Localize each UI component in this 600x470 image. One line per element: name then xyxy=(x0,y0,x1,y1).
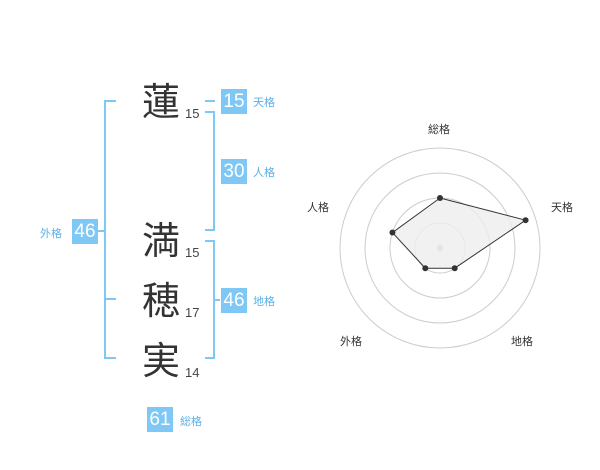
radar-ring-4 xyxy=(339,147,541,349)
radar-point-3 xyxy=(451,265,458,272)
radar-axis-label-gaikaku: 外格 xyxy=(340,335,362,348)
radar-point-4 xyxy=(422,265,429,272)
radar-point-2 xyxy=(522,217,529,224)
chikaku-value-box: 46 xyxy=(221,288,247,313)
chikaku-label: 地格 xyxy=(253,295,275,308)
radar-ring-3 xyxy=(364,172,516,324)
given-char-2: 穂 xyxy=(141,279,180,323)
radar-point-5 xyxy=(389,229,396,236)
given-char-1-strokes: 15 xyxy=(185,245,200,260)
soukaku-label: 総格 xyxy=(180,415,202,428)
given-char-2-strokes: 17 xyxy=(185,305,200,320)
surname-char-1: 蓮 xyxy=(141,80,180,124)
radar-point-1 xyxy=(437,195,443,201)
radar-axis-label-jinkaku: 人格 xyxy=(307,201,329,214)
tenkaku-value-box: 15 xyxy=(221,89,247,114)
radar-axis-label-chikaku: 地格 xyxy=(511,335,533,348)
surname-char-1-strokes: 15 xyxy=(185,106,200,121)
radar-polygon xyxy=(391,197,527,269)
soukaku-value-box: 61 xyxy=(147,407,173,432)
given-char-1: 満 xyxy=(141,219,180,263)
jinkaku-value-box: 30 xyxy=(221,159,247,184)
given-char-3: 実 xyxy=(141,339,180,383)
given-char-3-strokes: 14 xyxy=(185,365,200,380)
radar-axis-label-tenkaku: 天格 xyxy=(551,201,573,214)
jinkaku-label: 人格 xyxy=(253,166,275,179)
radar-axis-label-soukaku: 総格 xyxy=(428,123,450,136)
tenkaku-label: 天格 xyxy=(253,96,275,109)
gaikaku-value-box: 46 xyxy=(72,219,98,244)
gaikaku-label: 外格 xyxy=(40,227,62,240)
